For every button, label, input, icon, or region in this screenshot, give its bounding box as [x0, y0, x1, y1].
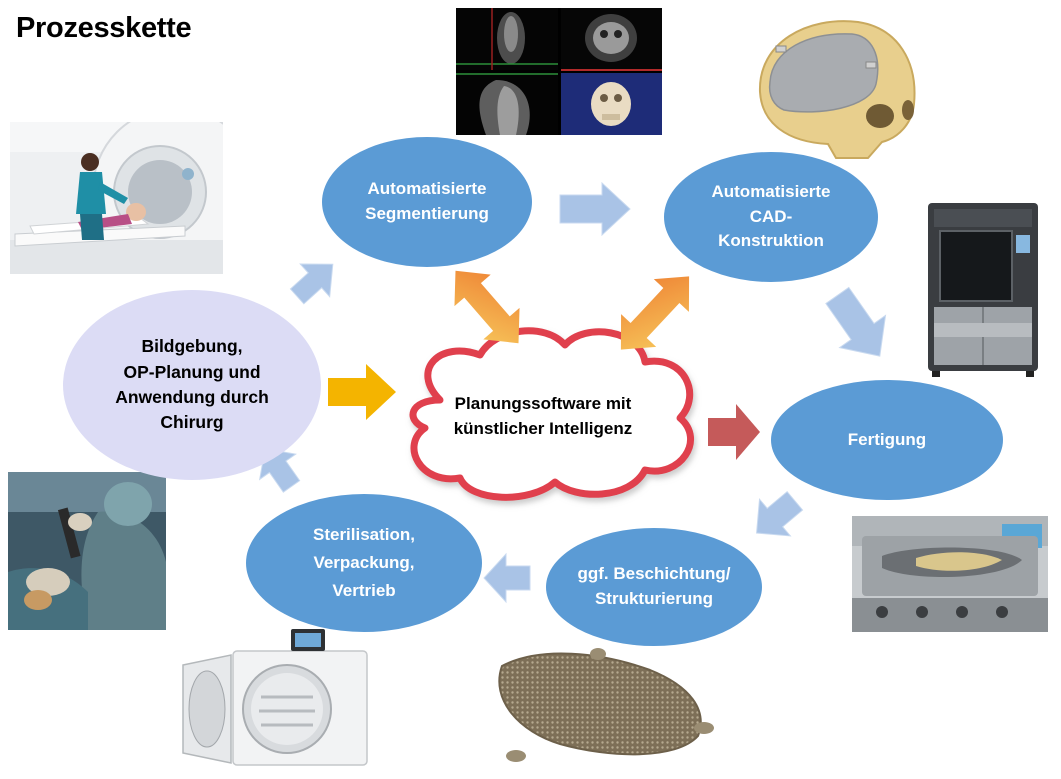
ct-scanner-photo: [10, 122, 223, 274]
center-line-2: künstlicher Intelligenz: [453, 418, 633, 438]
center-cloud-label: Planungssoftware mit künstlicher Intelli…: [418, 392, 668, 441]
double-arrow-cad-cloud: [620, 276, 690, 350]
flow-arrow-fertigung-beschichtung: [756, 490, 804, 537]
autoclave-photo: [175, 625, 375, 773]
3d-printer-photo: [920, 195, 1046, 380]
center-line-1: Planungssoftware mit: [454, 394, 632, 413]
node-line: CAD-: [749, 206, 793, 226]
node-line: Automatisierte: [711, 182, 831, 202]
node-line: ggf. Beschichtung/: [577, 564, 731, 584]
node-sterilisation: Sterilisation, Verpackung, Vertrieb: [246, 494, 482, 632]
double-arrow-segmentierung-cloud: [454, 270, 520, 344]
node-line: Chirurg: [160, 412, 224, 433]
node-fertigung: Fertigung: [771, 380, 1003, 500]
flow-arrow-beschichtung-sterilisation: [483, 552, 531, 604]
output-arrow-red: [708, 404, 760, 460]
node-bildgebung: Bildgebung, OP-Planung und Anwendung dur…: [63, 290, 321, 480]
flow-arrow-bildgebung-segmentierung: [289, 263, 334, 305]
node-line: Strukturierung: [594, 589, 714, 608]
ct-slices-photo: [456, 8, 662, 135]
node-segmentierung: Automatisierte Segmentierung: [322, 137, 532, 267]
mesh-implant-photo: [480, 640, 720, 776]
machining-photo: [852, 516, 1048, 632]
skull-implant-photo: [748, 12, 920, 162]
node-line: Vertrieb: [332, 581, 396, 601]
node-line: Automatisierte: [367, 179, 487, 199]
node-line: Sterilisation,: [312, 524, 416, 544]
node-beschichtung: ggf. Beschichtung/ Strukturierung: [546, 528, 762, 646]
node-line: OP-Planung und: [123, 361, 261, 382]
node-line: Bildgebung,: [141, 336, 243, 357]
diagram-title: Prozesskette: [16, 12, 192, 44]
flow-arrow-segmentierung-cad: [559, 181, 631, 237]
node-cad: Automatisierte CAD- Konstruktion: [664, 152, 878, 282]
node-line: Anwendung durch: [115, 387, 269, 407]
node-line: Konstruktion: [718, 231, 824, 251]
node-line: Verpackung,: [313, 552, 415, 572]
surgery-photo: [8, 472, 166, 630]
node-line: Fertigung: [847, 429, 927, 449]
flow-arrow-cad-fertigung: [825, 286, 887, 357]
node-line: Segmentierung: [365, 204, 489, 223]
input-arrow-yellow: [328, 364, 396, 420]
